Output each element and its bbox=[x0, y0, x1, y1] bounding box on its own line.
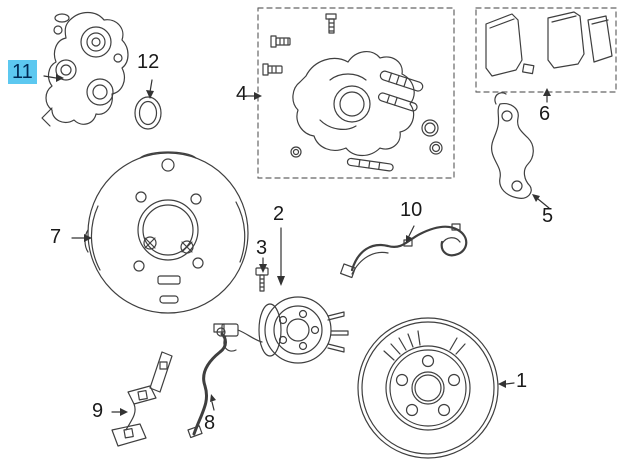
part-9-hose-brackets bbox=[111, 351, 173, 447]
part-8-brake-hose bbox=[187, 323, 227, 439]
callout-4[interactable]: 4 bbox=[236, 83, 248, 105]
part-2-hub-bearing bbox=[221, 296, 349, 364]
part-4-caliper-assembly-box bbox=[257, 7, 455, 179]
part-3-bolt bbox=[255, 267, 269, 292]
callout-5[interactable]: 5 bbox=[542, 205, 554, 227]
callout-7[interactable]: 7 bbox=[50, 226, 62, 248]
callout-1[interactable]: 1 bbox=[516, 370, 528, 392]
callout-8[interactable]: 8 bbox=[204, 412, 216, 434]
part-11-parking-brake-actuator bbox=[41, 11, 129, 127]
callout-12[interactable]: 12 bbox=[137, 51, 160, 73]
callout-10[interactable]: 10 bbox=[400, 199, 423, 221]
callout-3[interactable]: 3 bbox=[256, 237, 268, 259]
callout-9[interactable]: 9 bbox=[92, 400, 104, 422]
part-5-caliper-bracket bbox=[491, 92, 534, 199]
callout-2[interactable]: 2 bbox=[273, 203, 285, 225]
part-1-brake-rotor bbox=[357, 317, 499, 459]
callout-11-selected[interactable]: 11 bbox=[8, 60, 37, 84]
part-10-parking-brake-cable bbox=[339, 223, 468, 279]
part-6-brake-pad-kit-box bbox=[475, 7, 617, 93]
part-7-backing-plate bbox=[84, 151, 249, 314]
callout-6[interactable]: 6 bbox=[539, 103, 551, 125]
part-12-seal-ring bbox=[134, 96, 162, 130]
callout-arrows bbox=[43, 74, 551, 416]
